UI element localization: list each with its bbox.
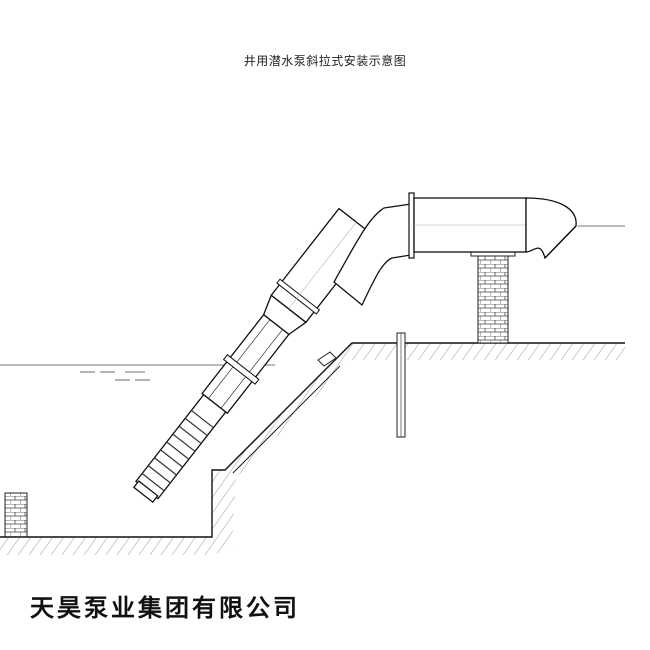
outlet-elbow: [525, 197, 577, 260]
company-name: 天昊泵业集团有限公司: [30, 593, 300, 622]
steel-post: [396, 332, 406, 438]
brick-support-pillar: [470, 249, 516, 344]
left-brick-wall: [4, 492, 28, 538]
pump-body: [201, 313, 290, 415]
diagram-title: 井用潜水泵斜拉式安装示意图: [243, 54, 407, 68]
inclined-pump-assembly: [132, 207, 375, 504]
ground-soil: [0, 343, 625, 555]
pipe-flange: [408, 192, 415, 259]
slide-rail: [224, 351, 341, 474]
